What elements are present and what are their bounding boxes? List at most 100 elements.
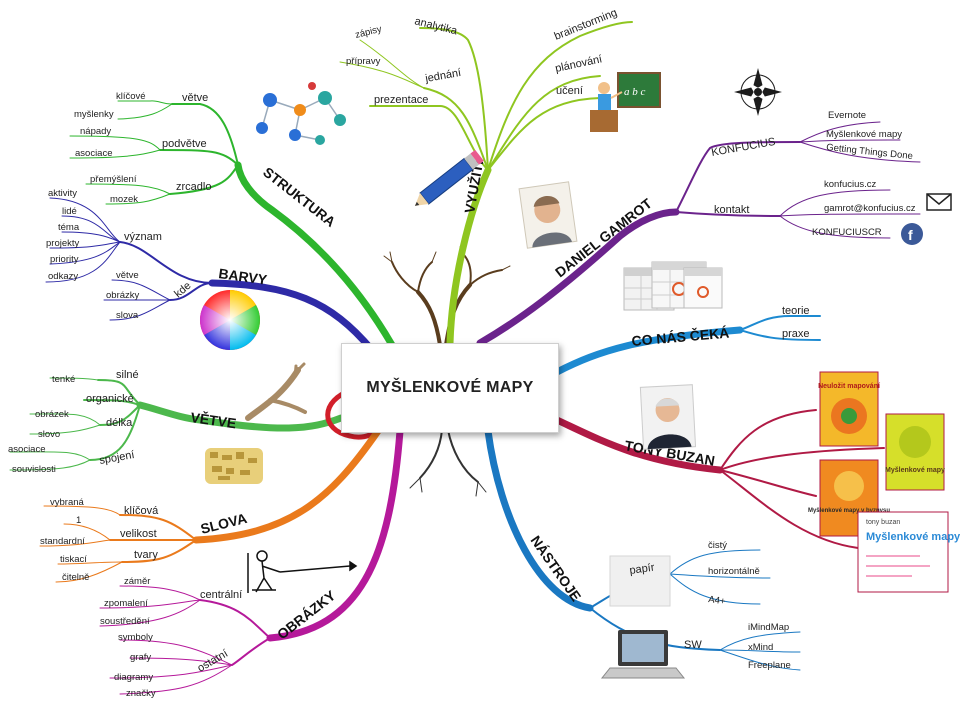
struktura-vetve-label: větve bbox=[182, 92, 208, 104]
gamrot-konfucius-label: KONFUCIUS bbox=[710, 136, 776, 159]
gamrot-konfucius-item-2: Getting Things Done bbox=[826, 142, 914, 162]
vetve-item-0-sub-0: tenké bbox=[52, 374, 75, 385]
barvy-vyznam-item-3: projekty bbox=[46, 238, 80, 249]
paper-illustration bbox=[609, 555, 671, 607]
gamrot-konfucius-item-0: Evernote bbox=[828, 110, 866, 121]
obrazky-ostatni-item-2: diagramy bbox=[114, 672, 153, 683]
board-text: a b c bbox=[624, 86, 646, 98]
branch-slova bbox=[39, 427, 382, 583]
slova-item-2: tvary bbox=[134, 549, 158, 561]
conas-title: CO NÁS ČEKÁ bbox=[631, 324, 730, 349]
vetve-item-1: organické bbox=[86, 393, 134, 405]
nastroje-sw-item-2: Freeplane bbox=[748, 660, 791, 671]
book-cover-2[interactable]: Myšlenkové mapy bbox=[885, 413, 945, 491]
letters-illustration bbox=[205, 448, 263, 484]
obrazky-centralni-item-1: zpomalení bbox=[104, 598, 148, 609]
slova-item-2-sub-0: tiskací bbox=[60, 554, 87, 565]
nastroje-papir-item-0: čistý bbox=[708, 540, 727, 551]
tony-buzan-photo bbox=[639, 384, 697, 450]
branch-obrazky bbox=[99, 427, 404, 695]
obrazky-centralni-label: centrální bbox=[200, 589, 242, 601]
obrazky-centralni-item-0: záměr bbox=[124, 576, 150, 587]
gamrot-konfucius-item-1: Myšlenkové mapy bbox=[826, 129, 902, 140]
obrazky-ostatni-item-3: značky bbox=[126, 688, 156, 699]
daniel-gamrot-photo bbox=[518, 181, 578, 249]
barvy-kde-label: kde bbox=[172, 280, 193, 301]
branch-vetve bbox=[9, 377, 383, 471]
vyuziti-jednani-label: jednání bbox=[423, 67, 462, 85]
twig-illustration bbox=[245, 362, 307, 421]
vetve-item-2-sub-0: obrázek bbox=[35, 409, 69, 420]
slova-item-1: velikost bbox=[120, 528, 157, 540]
gamrot-kontakt-item-0: konfucius.cz bbox=[824, 179, 877, 190]
slova-item-0: klíčová bbox=[124, 505, 159, 517]
barvy-kde-item-2: slova bbox=[116, 310, 139, 321]
laptop-illustration bbox=[600, 630, 686, 679]
email-icon[interactable] bbox=[926, 193, 952, 211]
obrazky-title: OBRÁZKY bbox=[274, 587, 339, 643]
book-cover-4[interactable]: tony buzan Myšlenkové mapy bbox=[857, 511, 960, 593]
barvy-vyznam-label: význam bbox=[124, 231, 162, 243]
nastroje-sw-item-1: xMind bbox=[748, 642, 773, 653]
branch-barvy bbox=[45, 197, 376, 354]
barvy-kde-item-1: obrázky bbox=[106, 290, 140, 301]
branch-nastroje bbox=[484, 427, 801, 671]
calendar-illustration bbox=[623, 261, 723, 311]
molecule-illustration bbox=[256, 82, 346, 145]
vyuziti-analytika: analytika bbox=[413, 15, 459, 37]
slova-item-0-sub-0: vybraná bbox=[50, 497, 85, 508]
obrazky-centralni-item-2: soustředění bbox=[100, 616, 150, 627]
nastroje-papir-item-1: horizontálně bbox=[708, 566, 760, 577]
branch-vyuziti bbox=[339, 21, 633, 347]
branch-conas bbox=[553, 315, 821, 376]
facebook-icon-glyph: f bbox=[908, 227, 913, 243]
struktura-vetve-item-1: myšlenky bbox=[74, 109, 114, 120]
vetve-item-2: délka bbox=[106, 417, 133, 429]
vetve-title: VĚTVE bbox=[190, 408, 238, 431]
struktura-zrcadlo-label: zrcadlo bbox=[176, 181, 211, 193]
obrazky-ostatni-item-1: grafy bbox=[130, 652, 151, 663]
barvy-vyznam-item-1: lidé bbox=[62, 206, 77, 217]
slova-item-1-sub-0: 1 bbox=[76, 515, 81, 526]
book-1-title: Neuložit mapování bbox=[818, 383, 881, 390]
nastroje-sw-label: SW bbox=[684, 639, 702, 651]
vetve-item-0: silné bbox=[116, 369, 139, 381]
struktura-podvetve-item-1: asociace bbox=[75, 148, 113, 159]
vetve-item-3-sub-0: asociace bbox=[8, 444, 46, 455]
barvy-vyznam-item-5: odkazy bbox=[48, 271, 78, 282]
struktura-zrcadlo-item-0: přemýšlení bbox=[90, 174, 137, 185]
barvy-vyznam-item-4: priority bbox=[50, 254, 79, 265]
slova-item-1-sub-1: standardní bbox=[40, 536, 85, 547]
nastroje-papir-label: papír bbox=[629, 562, 656, 577]
barvy-kde-item-0: větve bbox=[116, 270, 139, 281]
book-cover-3[interactable]: Myšlenkové mapy v byznysu bbox=[808, 459, 890, 537]
gamrot-kontakt-label: kontakt bbox=[714, 204, 749, 216]
central-topic-title: MYŠLENKOVÉ MAPY bbox=[366, 379, 534, 396]
slova-item-2-sub-1: čitelně bbox=[62, 572, 89, 583]
facebook-icon[interactable]: f bbox=[901, 223, 923, 245]
teacher-illustration: a b c bbox=[590, 72, 661, 132]
nastroje-papir-item-2: A4+ bbox=[708, 594, 727, 607]
book-cover-1[interactable]: Neuložit mapování bbox=[818, 371, 881, 447]
compass-illustration bbox=[734, 68, 782, 116]
vetve-item-3: spojení bbox=[98, 449, 135, 467]
vyuziti-brainstorming: brainstorming bbox=[553, 7, 619, 43]
vyuziti-prezentace: prezentace bbox=[374, 94, 428, 106]
nastroje-sw-item-0: iMindMap bbox=[748, 622, 789, 633]
drawing-person-illustration bbox=[247, 550, 358, 593]
vyuziti-uceni: učení bbox=[556, 85, 583, 97]
barvy-title: BARVY bbox=[218, 265, 269, 288]
vetve-item-3-sub-1: souvislosti bbox=[12, 464, 56, 475]
struktura-podvetve-item-0: nápady bbox=[80, 126, 111, 137]
struktura-vetve-item-0: klíčové bbox=[116, 91, 146, 102]
book-4-author: tony buzan bbox=[866, 519, 900, 526]
struktura-podvetve-label: podvětve bbox=[162, 138, 207, 150]
book-3-title: Myšlenkové mapy v byznysu bbox=[808, 508, 890, 514]
conas-item-1: praxe bbox=[782, 328, 810, 340]
color-wheel-illustration bbox=[199, 290, 261, 351]
vyuziti-jednani-item-1: přípravy bbox=[346, 56, 381, 67]
obrazky-ostatni-item-0: symboly bbox=[118, 632, 153, 643]
barvy-vyznam-item-2: téma bbox=[58, 222, 80, 233]
